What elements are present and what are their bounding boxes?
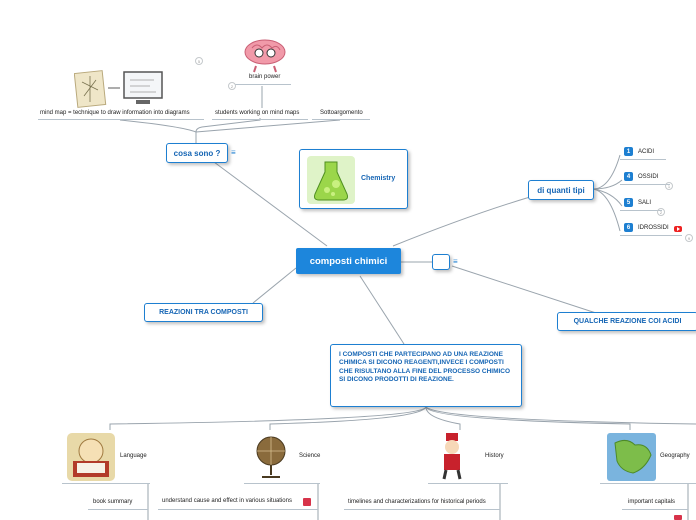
geography-map-icon bbox=[607, 433, 656, 481]
history-soldier-icon bbox=[442, 433, 462, 480]
youtube-icon[interactable] bbox=[674, 226, 682, 232]
language-reader-icon bbox=[67, 433, 115, 481]
counter-badge: 2 bbox=[228, 82, 236, 90]
chemistry-label: Chemistry bbox=[361, 175, 396, 182]
item-acidi[interactable]: ACIDI bbox=[638, 149, 655, 155]
chemistry-flask-icon bbox=[307, 156, 355, 204]
topic-chemistry[interactable]: Chemistry bbox=[299, 149, 408, 209]
link-di-quanti-tipi bbox=[392, 196, 531, 247]
topic-description[interactable]: I COMPOSTI CHE PARTECIPANO AD UNA REAZIO… bbox=[330, 344, 522, 407]
timelines-label[interactable]: timelines and characterizations for hist… bbox=[348, 499, 486, 505]
counter-badge: 9 bbox=[685, 234, 693, 242]
book-summary-label[interactable]: book summary bbox=[93, 499, 133, 505]
attachment-icon[interactable] bbox=[303, 498, 311, 506]
topic-reazioni-tra-composti[interactable]: REAZIONI TRA COMPOSTI bbox=[144, 303, 263, 322]
notes-icon[interactable]: ≡ bbox=[453, 257, 458, 266]
number-5-icon: 5 bbox=[624, 198, 633, 207]
link-reazioni bbox=[252, 267, 297, 304]
central-topic[interactable]: composti chimici bbox=[296, 248, 401, 274]
topic-qualche-reazione-coi-acidi[interactable]: QUALCHE REAZIONE COI ACIDI bbox=[557, 312, 696, 331]
counter-badge: 2 bbox=[657, 208, 665, 216]
number-4-icon: 4 bbox=[624, 172, 633, 181]
item-ossidi[interactable]: OSSIDI bbox=[638, 174, 659, 180]
notes-icon[interactable]: ≡ bbox=[231, 148, 236, 157]
subject-language[interactable]: Language bbox=[120, 453, 147, 459]
sottoargomento-label[interactable]: Sottoargomento bbox=[320, 110, 363, 116]
science-globe-icon bbox=[256, 436, 286, 478]
counter-badge: 5 bbox=[195, 57, 203, 65]
important-capitals-label[interactable]: important capitals bbox=[628, 499, 676, 505]
item-idrossidi[interactable]: IDROSSIDI bbox=[638, 225, 669, 231]
topic-cosa-sono[interactable]: cosa sono ? bbox=[166, 143, 228, 163]
subject-science[interactable]: Science bbox=[299, 453, 321, 459]
link-cosa-sono bbox=[213, 161, 328, 247]
brain-icon bbox=[244, 39, 286, 73]
cause-effect-label[interactable]: understand cause and effect in various s… bbox=[162, 498, 292, 504]
link-qualche bbox=[451, 265, 597, 314]
subject-geography[interactable]: Geography bbox=[660, 453, 690, 459]
item-sali[interactable]: SALI bbox=[638, 200, 652, 206]
mind-map-illustration-icon bbox=[74, 70, 163, 108]
number-1-icon: 1 bbox=[624, 147, 633, 156]
brain-power-label[interactable]: brain power bbox=[249, 74, 281, 80]
students-mind-maps-label[interactable]: students working on mind maps bbox=[215, 110, 300, 116]
mind-map-technique-label[interactable]: mind map = technique to draw information… bbox=[40, 110, 190, 116]
topic-empty[interactable] bbox=[432, 254, 450, 270]
number-6-icon: 6 bbox=[624, 223, 633, 232]
link-description bbox=[359, 275, 405, 345]
subject-history[interactable]: History bbox=[485, 453, 504, 459]
counter-badge: 1 bbox=[665, 182, 673, 190]
topic-di-quanti-tipi[interactable]: di quanti tipi bbox=[528, 180, 594, 200]
attachment-icon[interactable] bbox=[674, 515, 682, 520]
